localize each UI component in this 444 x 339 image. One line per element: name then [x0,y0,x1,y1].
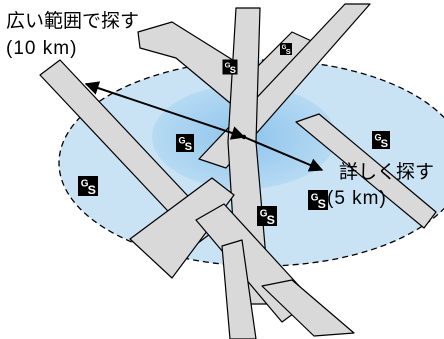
gas-station-box [308,190,328,210]
detailed-search-label: 詳しく探す [339,162,435,183]
gas-station-icon: GS [176,134,194,153]
road-lower-branch-right [261,279,355,337]
current-position-dot [241,134,247,140]
road-lower-branch-left [221,239,257,339]
gas-station-letter-g: G [311,192,319,203]
gas-station-box [78,176,98,196]
gas-station-letter-s: S [230,65,236,75]
gas-station-letter-g: G [179,135,186,145]
gas-station-letter-g: G [375,132,382,142]
distance-arrows [84,81,324,172]
gas-station-letter-s: S [88,183,96,197]
gas-station-letter-g: G [81,178,89,189]
gas-station-letter-g: G [282,45,287,51]
gas-station-box [176,134,194,152]
gas-station-icon: GS [222,59,238,75]
road-lower-right-diagonal [295,113,437,229]
gas-station-box [372,131,390,149]
gas-station-box [257,206,277,226]
wide-search-label: 広い範囲で探す [6,11,140,32]
gas-station-letter-s: S [267,213,275,227]
detailed-range-arrow [243,136,324,172]
road-lower-left [129,177,235,279]
gas-station-letter-s: S [381,138,388,150]
detailed-search-distance: (5 km) [327,188,387,209]
gas-station-letter-s: S [185,141,192,153]
gas-station-letter-s: S [286,47,291,56]
gas-station-letter-g: G [225,60,231,69]
gas-station-box [222,59,238,75]
gas-station-box [280,43,292,55]
gas-station-letter-s: S [318,197,326,211]
gas-station-icon: GS [372,131,390,150]
wide-range-arrow [84,81,246,140]
wide-search-distance: (10 km) [6,38,78,59]
gas-station-letter-g: G [260,208,268,219]
